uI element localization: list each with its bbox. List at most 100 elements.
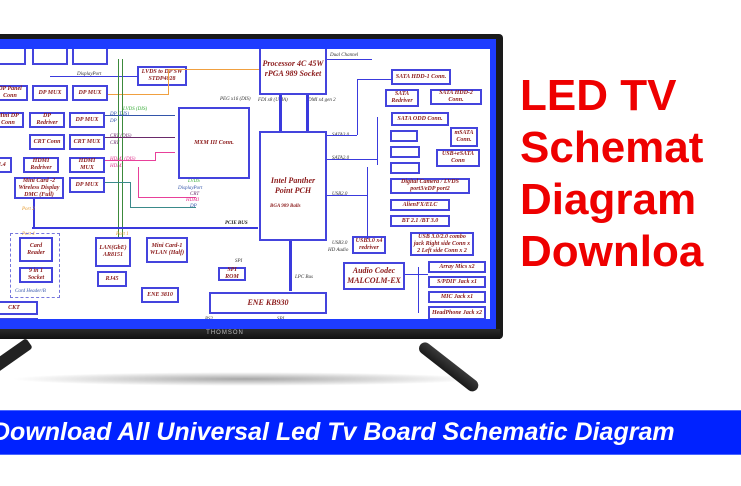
tv-stand-left (0, 338, 33, 375)
wire (50, 76, 138, 77)
block-ene-kb930: ENE KB930 (209, 292, 327, 314)
tv-stand-right (416, 340, 481, 394)
tv-brand-logo: THOMSON (206, 330, 244, 336)
label-port4: Port 4 (22, 232, 35, 237)
block-alienfx: AlienFX/ELC (390, 199, 450, 211)
wire (327, 59, 372, 60)
wire (33, 199, 35, 229)
label-card-header: Card Header/B (15, 289, 46, 294)
wire (155, 152, 175, 153)
wire (138, 167, 139, 197)
label-usb30: USB3.0 (332, 241, 348, 246)
block-sata-hdd1: SATA HDD-1 Conn. (391, 69, 451, 85)
wire (108, 94, 168, 95)
block-ene-3810: ENE 3810 (141, 287, 179, 303)
headline-line-3: Diagram (520, 175, 697, 224)
wire (155, 152, 156, 161)
label-displayport: DisplayPort (77, 72, 102, 77)
block-bt: BT 2.1 /BT 3.0 (390, 215, 450, 227)
block-onoff-ckt: On/Off CKT (0, 318, 38, 319)
block-ckt: CKT (0, 301, 38, 315)
double-arrow (289, 241, 292, 291)
block-rj45: RJ45 (97, 271, 127, 287)
label-spi: SPI (235, 259, 243, 264)
block-card-header (10, 233, 60, 298)
schematic-diagram: LVDS to DP SW STDP4028 DisplayPort DP Pa… (0, 49, 490, 319)
label-pch-sub: BGA 989 Balls (270, 204, 301, 209)
label-spi-2: SPI (277, 317, 284, 319)
block-msata: mSATA Conn. (450, 127, 478, 147)
label-port2: Port 2 (22, 207, 35, 212)
block-crt-mux: CRT MUX (69, 134, 105, 150)
label-dp-dis: DP (DIS) (110, 112, 129, 117)
block-dp-mux-3: DP MUX (69, 112, 105, 128)
block-mic-jack: MIC Jack x1 (428, 291, 486, 303)
block-usb30-redriver: USB3.0 x4 redriver (352, 236, 386, 254)
block-spdif: S/PDIF Jack x1 (428, 276, 486, 288)
wire (138, 197, 196, 198)
double-arrow (306, 95, 309, 131)
headline-line-1: LED TV (520, 71, 677, 120)
block-array-mics: Array Mics x2 (428, 261, 486, 273)
block-mini-card-2: Mini Card -2 Wireless Display DMC (Full) (14, 177, 64, 199)
label-dual-channel: Dual Channel (330, 53, 359, 58)
block-card-reader: Card Reader (19, 237, 53, 262)
wire (122, 59, 123, 259)
label-dp: DP (110, 119, 117, 124)
tv-screen: LVDS to DP SW STDP4028 DisplayPort DP Pa… (0, 39, 496, 329)
label-displayport-2: DisplayPort (178, 186, 203, 191)
label-crt-dis: CRT (DIS) (110, 134, 131, 139)
label-lpc-bus: LPC Bus (295, 275, 313, 280)
block-dp-mux-1: DP MUX (32, 85, 68, 101)
wire (130, 207, 196, 208)
wire (367, 167, 368, 239)
block-digital-camera: Digital Camera / LVDS port3/eDP port2 (390, 178, 470, 194)
wire (168, 69, 290, 70)
block-crt-conn: CRT Conn (29, 134, 65, 150)
banner-text: Download All Universal Led Tv Board Sche… (0, 418, 675, 446)
block-dp-panel-conn: DP Panel Conn (0, 85, 28, 101)
label-sata20: SATA2.0 (332, 156, 349, 161)
tv-bezel-bottom (0, 329, 500, 339)
wire (327, 159, 377, 160)
label-dmi: DMI x4 gen 2 (308, 98, 336, 103)
wire (118, 59, 119, 259)
block-headphone: HeadPhone Jack x2 (428, 306, 486, 319)
label-ps2: PS2 (205, 317, 213, 319)
block-hdmi-mux: HDMI MUX (69, 157, 105, 173)
wire (105, 137, 175, 138)
block-sata-redriver: SATA Redriver (385, 89, 419, 107)
block-dp-mux-4: DP MUX (69, 177, 105, 193)
wire (418, 267, 419, 313)
pcie-bus-line (32, 227, 258, 229)
label-crt-2: CRT (190, 192, 200, 197)
block-sata-redriver-3 (390, 146, 420, 158)
block-mini-card-1: Mini Card-1 WLAN (Half) (146, 237, 188, 263)
tv-shadow (10, 372, 480, 386)
block-spi-rom: SPI ROM (218, 267, 246, 281)
label-peg: PEG x16 (DIS) (220, 97, 251, 102)
label-lvds: LVDS (188, 179, 200, 184)
label-pcie-bus: PCIE BUS (225, 221, 248, 226)
label-lvds-dis: LVDS (DIS) (123, 107, 148, 112)
wire (168, 69, 169, 95)
block-dp-redriver: DP Redriver (29, 112, 65, 128)
block-pch: Intel Panther Point PCH (259, 131, 327, 241)
wire (327, 135, 357, 136)
block-top-2 (32, 49, 68, 65)
block-9in1-socket: 9 in 1 Socket (19, 267, 53, 283)
wire (327, 195, 367, 196)
block-lvds-to-dp: LVDS to DP SW STDP4028 (137, 66, 187, 86)
label-crt: CRT (110, 141, 120, 146)
block-3g (390, 162, 420, 174)
block-usb-combo: USB 3.0/2.0 combo jack Right side Conn x… (410, 232, 474, 256)
block-mxm-conn: MXM III Conn. (178, 107, 250, 179)
block-hdmi-redriver: HDMI Redriver (23, 157, 59, 173)
block-mini-dp-conn: Mini DP Conn (0, 112, 24, 128)
label-hdmi-2: HDMI (186, 198, 200, 203)
download-banner[interactable]: Download All Universal Led Tv Board Sche… (0, 410, 741, 455)
label-fdi: FDI x8 (UMA) (258, 98, 288, 103)
headline-line-4: Downloa (520, 227, 704, 276)
wire (105, 160, 155, 161)
headline: LED TV Schemat Diagram Downloa (520, 70, 741, 278)
